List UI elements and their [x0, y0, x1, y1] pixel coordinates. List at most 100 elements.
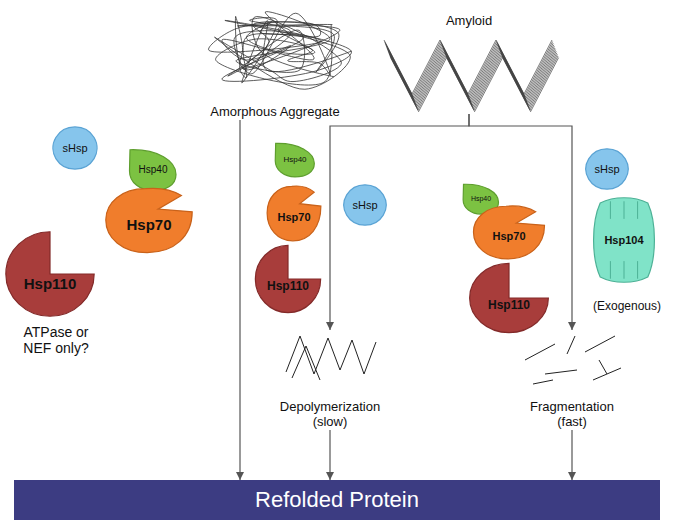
node-label: sHsp — [62, 142, 87, 155]
hsp110-shape: Hsp110 — [4, 230, 96, 318]
text-holder: Hsp40 — [274, 142, 316, 178]
fibril-stroke — [386, 46, 554, 100]
shape-fill — [275, 143, 314, 177]
amyloid-illustration: Amyloid — [378, 14, 560, 114]
hsp40-shape: Hsp40 — [128, 148, 178, 192]
flow-arrow — [239, 120, 240, 480]
node-label: Hsp40 — [471, 195, 491, 203]
node-label: Depolymerization (slow) — [272, 400, 388, 430]
node-label: sHsp — [352, 199, 377, 212]
amyloid-illustration-drawing — [378, 36, 560, 114]
fibril-stroke — [292, 346, 320, 380]
hsp110-shape-outline — [4, 230, 96, 318]
text-holder: Hsp110 — [254, 244, 322, 314]
shape-fill — [53, 127, 97, 169]
text-holder: Hsp70 — [104, 186, 194, 254]
node-label: Hsp110 — [488, 299, 530, 313]
text-holder: Hsp110 — [468, 262, 550, 334]
flow-arrow — [571, 430, 572, 480]
fibril-stroke — [385, 43, 553, 97]
shsp-circle: sHsp — [52, 126, 98, 170]
text-holder: sHsp — [343, 184, 387, 226]
barrel-rib — [610, 261, 611, 279]
tangle-stroke — [209, 12, 352, 90]
text-holder: Hsp104 — [590, 196, 658, 284]
node-label: Amorphous Aggregate — [210, 105, 339, 120]
text-holder: sHsp — [585, 148, 629, 190]
node-label: Hsp104 — [604, 234, 643, 247]
node-label: Hsp70 — [277, 211, 310, 224]
fibril-stroke — [389, 54, 557, 108]
shape-fill — [344, 185, 386, 225]
shape-fill — [473, 206, 544, 259]
hsp110-shape: Hsp110 — [468, 262, 550, 334]
hsp70-shape: Hsp70 — [266, 184, 322, 242]
text-holder: Fragmentation (fast) — [515, 330, 629, 430]
text-holder: Amyloid — [378, 14, 560, 114]
fibril-stroke — [388, 51, 556, 105]
aggregate-illustration-drawing — [182, 2, 368, 100]
fragment-stroke — [599, 360, 607, 374]
fragment-stroke — [533, 380, 553, 384]
hsp110-shape-outline — [468, 262, 550, 334]
node-label: Fragmentation (fast) — [515, 400, 629, 430]
shape-fill — [267, 186, 321, 241]
node-label: Refolded Protein — [255, 487, 419, 512]
flow-arrow — [330, 114, 469, 330]
note-text: (Exogenous) — [586, 300, 668, 314]
text-holder: Hsp110 — [4, 230, 96, 318]
fibril-stroke — [389, 53, 557, 107]
hsp70-shape: Hsp70 — [104, 186, 194, 254]
shape-fill — [6, 232, 94, 316]
hsp70-shape: Hsp70 — [472, 204, 546, 260]
shape-fill — [106, 188, 192, 252]
barrel-rib — [637, 261, 638, 279]
hsp40-shape: Hsp40 — [274, 142, 316, 178]
fibril-stroke — [387, 48, 555, 102]
node-label: Amyloid — [446, 14, 492, 29]
depolymerization-illustration-drawing — [272, 330, 388, 382]
text-holder: Depolymerization (slow) — [272, 330, 388, 430]
text-holder: Hsp70 — [266, 184, 322, 242]
hsp104-barrel: Hsp104 — [590, 196, 658, 284]
note-text: ATPase or NEF only? — [12, 324, 100, 356]
fibril-stroke — [286, 336, 376, 374]
depolymerization-illustration: Depolymerization (slow) — [272, 330, 388, 430]
hsp110-shape: Hsp110 — [254, 244, 322, 314]
shape-fill — [255, 245, 320, 312]
aggregate-illustration: Amorphous Aggregate — [182, 2, 368, 120]
fibril-stroke — [390, 56, 558, 110]
fragment-stroke — [567, 336, 575, 354]
text-holder: sHsp — [52, 126, 98, 170]
barrel-rib — [624, 201, 625, 219]
result-bar: Refolded Protein — [14, 480, 660, 520]
barrel-rib — [637, 201, 638, 219]
fragment-stroke — [525, 344, 555, 360]
node-label: Hsp70 — [126, 216, 171, 233]
text-holder: Hsp70 — [472, 204, 546, 260]
text-holder: Hsp40 — [128, 148, 178, 192]
node-label: Hsp70 — [492, 230, 525, 243]
fibril-stroke — [388, 50, 556, 104]
node-label: Hsp40 — [139, 164, 168, 176]
node-label: sHsp — [594, 163, 619, 176]
fragmentation-illustration: Fragmentation (fast) — [515, 330, 629, 430]
fibril-stroke — [391, 58, 559, 112]
shsp-circle: sHsp — [343, 184, 387, 226]
barrel-rib — [610, 201, 611, 219]
shape-fill — [586, 149, 628, 189]
fragment-stroke — [545, 370, 577, 374]
fragment-stroke — [585, 336, 615, 352]
node-label: Hsp110 — [24, 275, 77, 292]
barrel-rib — [624, 261, 625, 279]
text-holder: Refolded Protein — [14, 480, 660, 520]
fragmentation-illustration-drawing — [515, 330, 629, 386]
shsp-circle: sHsp — [585, 148, 629, 190]
fibril-stroke — [384, 40, 552, 94]
node-label: Hsp40 — [283, 155, 306, 164]
fibril-stroke — [385, 42, 553, 96]
node-label: Hsp110 — [267, 280, 309, 294]
shape-fill — [594, 198, 655, 282]
